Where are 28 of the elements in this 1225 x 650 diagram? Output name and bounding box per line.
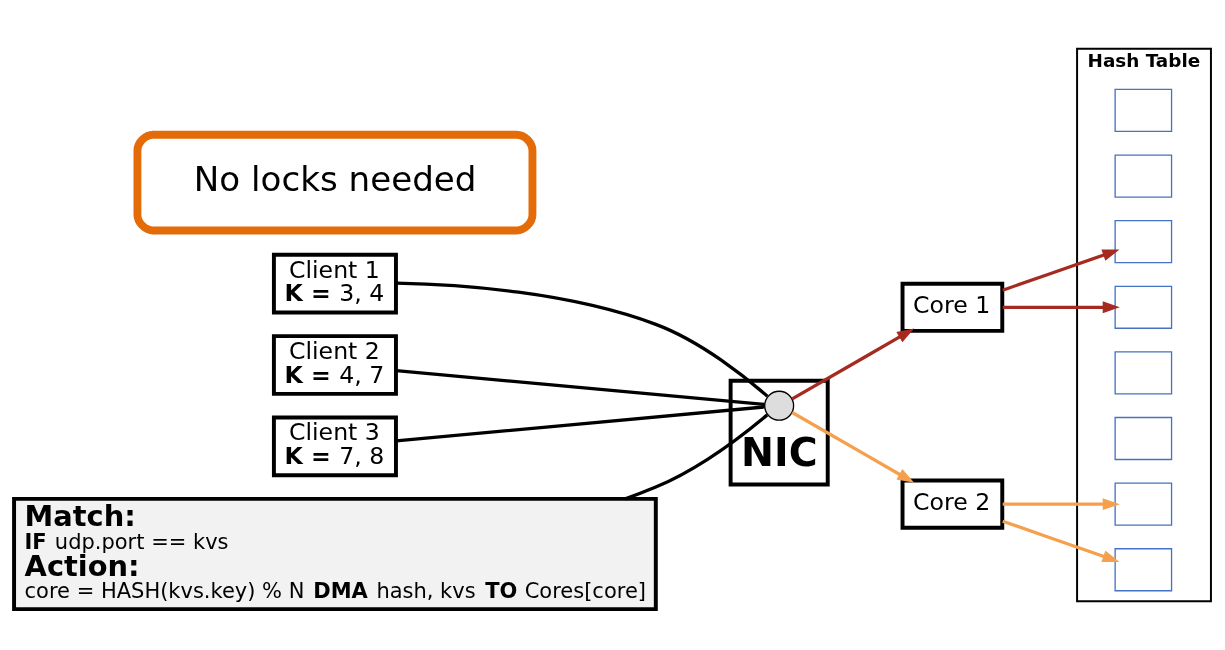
- connector: [396, 281, 769, 398]
- connector: [396, 368, 765, 407]
- node-box: [1114, 416, 1173, 461]
- arrow: [1002, 249, 1120, 292]
- arrow: [1002, 519, 1120, 562]
- node-box: [1114, 154, 1173, 198]
- cluster: Hash Table: [1076, 47, 1212, 603]
- connector: [396, 405, 765, 443]
- node-box: Core 1: [900, 281, 1005, 333]
- node-box: Core 2: [900, 478, 1005, 530]
- node-box: [1114, 482, 1173, 526]
- node-box: [1114, 220, 1173, 264]
- node-box: Match: IF udp.port == kvs Action: core = HASH(kvs.key) % N DMA hash, kvs TO Cores[core]: [12, 496, 658, 612]
- node-box: [1114, 285, 1173, 329]
- node-circle: [764, 390, 795, 421]
- node-box: [1114, 548, 1173, 592]
- arrow: [791, 328, 915, 401]
- node-box: [1114, 351, 1173, 395]
- node-box: Client 2 K = 4, 7: [271, 334, 398, 396]
- node-box: Client 1 K = 3, 4: [271, 252, 398, 315]
- connector: [624, 413, 769, 501]
- node-box: [1114, 88, 1173, 133]
- arrow: [1002, 498, 1120, 511]
- node-box: Client 3 K = 7, 8: [271, 415, 398, 478]
- arrow: [1002, 301, 1120, 314]
- arrow: [791, 411, 915, 483]
- cluster: NIC: [728, 378, 830, 487]
- node-box: No locks needed: [133, 130, 537, 235]
